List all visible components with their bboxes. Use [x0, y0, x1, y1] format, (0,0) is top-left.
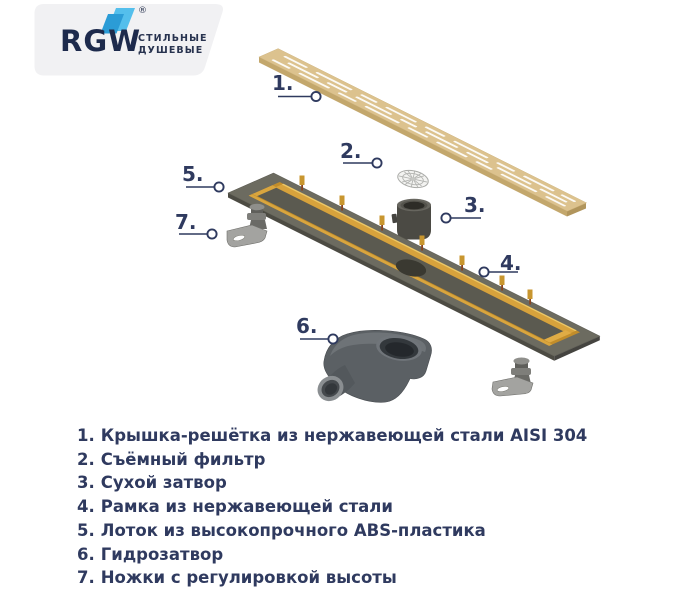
legend-item-number: 5. [77, 520, 95, 540]
legend-item-text: Гидрозатвор [100, 544, 224, 564]
parts-legend: 1. Крышка-решётка из нержавеющей стали AI… [77, 424, 587, 590]
foot-part-right [491, 357, 534, 397]
grate-edge-face [259, 57, 567, 217]
frame-clips [299, 175, 533, 305]
tray-part [227, 172, 601, 361]
foot-slot [496, 386, 510, 392]
legend-item-text: Рамка из нержавеющей стали [100, 497, 393, 517]
callout-number-6: 6. [296, 314, 318, 338]
callout-marker-1 [278, 90, 322, 103]
callout-markers [179, 90, 518, 345]
legend-item-number: 4. [77, 497, 95, 517]
logo-tagline-line1: СТИЛЬНЫЕ [138, 33, 208, 44]
legend-item-5: 5.Лоток из высокопрочного ABS-пластика [77, 519, 587, 543]
callout-number-5: 5. [182, 162, 204, 186]
brand-name: RGW [60, 24, 142, 58]
grate-end-face [567, 203, 586, 217]
callout-marker-3 [440, 212, 481, 224]
legend-item-6: 6.Гидрозатвор [77, 543, 587, 567]
foot-nut [247, 213, 266, 220]
callout-number-7: 7. [175, 210, 197, 234]
foot-part-left [226, 203, 268, 248]
legend-item-number: 7. [77, 568, 95, 588]
foot-nut [511, 368, 531, 375]
logo-card-bg [34, 4, 223, 76]
legend-item-text: Ножки с регулировкой высоты [100, 568, 397, 588]
callout-marker-4 [478, 266, 518, 278]
callout-marker-7 [179, 228, 218, 240]
legend-item-7: 7.Ножки с регулировкой высоты [77, 566, 587, 590]
legend-item-number: 1. [77, 426, 95, 445]
hydroseal-part [317, 330, 432, 403]
rgw-logo-icon [100, 8, 135, 34]
callout-number-4: 4. [500, 251, 522, 275]
dry-trap-part [391, 198, 431, 240]
logo-mark-front [100, 14, 124, 34]
grate-cover-part [258, 48, 587, 217]
legend-item-number: 2. [77, 449, 95, 469]
callout-marker-6 [300, 333, 339, 345]
dry-trap-body [397, 205, 431, 240]
legend-item-number: 3. [77, 473, 95, 493]
legend-item-text: Крышка-решётка из нержавеющей стали AISI… [100, 426, 588, 445]
tray-end-face [554, 336, 600, 361]
callout-number-1: 1. [272, 71, 294, 95]
legend-item-text: Лоток из высокопрочного ABS-пластика [100, 520, 486, 540]
legend-item-text: Сухой затвор [100, 473, 227, 493]
callout-marker-5 [186, 181, 225, 193]
hydroseal-opening-hole [385, 342, 414, 357]
callout-marker-2 [343, 157, 383, 169]
grate-slots [271, 55, 576, 207]
legend-item-1: 1. Крышка-решётка из нержавеющей стали AI… [77, 424, 587, 448]
dry-trap-hole [403, 201, 425, 210]
tray-drain-hole [395, 259, 427, 277]
foot-bracket [226, 224, 268, 248]
filter-part [397, 169, 429, 189]
callout-number-3: 3. [464, 193, 486, 217]
tray-edge-face [228, 193, 555, 361]
legend-item-text: Съёмный фильтр [100, 449, 266, 469]
callout-number-2: 2. [340, 139, 362, 163]
legend-item-3: 3.Сухой затвор [77, 471, 587, 495]
dry-trap-tab [391, 213, 398, 224]
legend-item-2: 2.Съёмный фильтр [77, 448, 587, 472]
legend-item-number: 6. [77, 544, 95, 564]
logo-card [34, 4, 223, 76]
legend-item-4: 4.Рамка из нержавеющей стали [77, 495, 587, 519]
registered-mark: ® [138, 6, 147, 16]
foot-slot [232, 234, 246, 242]
logo-tagline-line2: ДУШЕВЫЕ [138, 45, 204, 56]
